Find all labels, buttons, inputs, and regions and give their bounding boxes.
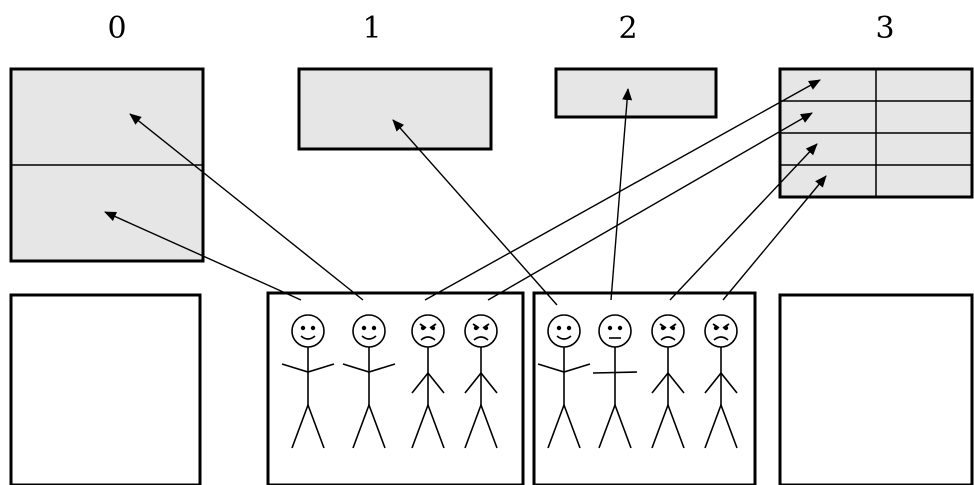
stick-figure-angry <box>464 314 498 449</box>
container-column-0 <box>9 67 205 263</box>
container-column-3 <box>778 67 974 199</box>
figure-mouth <box>300 335 316 340</box>
figure-arms <box>281 363 335 373</box>
figure-eye <box>723 325 729 331</box>
figure-mouth <box>473 336 489 341</box>
stick-figure-angry <box>651 314 685 449</box>
mapping-arrow <box>129 113 364 301</box>
mapping-arrow <box>669 143 818 301</box>
figure-arms <box>704 371 738 394</box>
column-label-2: 2 <box>618 11 637 46</box>
figure-eye <box>420 325 426 331</box>
stick-figure-happy <box>281 314 335 449</box>
figure-eye <box>300 325 306 331</box>
figure-mouth <box>420 336 436 341</box>
figure-legs <box>704 402 738 449</box>
column-label-3: 3 <box>875 11 894 46</box>
figure-eye <box>617 325 623 331</box>
column-label-0: 0 <box>107 11 126 46</box>
figure-mouth <box>361 335 377 340</box>
figure-arms <box>464 371 498 394</box>
figure-arms <box>342 363 396 373</box>
figure-eye <box>607 325 613 331</box>
stick-figure-angry <box>411 314 445 449</box>
figure-legs <box>651 402 685 449</box>
stick-figure-neutral <box>592 314 638 449</box>
container-column-1 <box>297 67 493 151</box>
container-2-box <box>554 67 718 119</box>
group-box-left <box>266 291 525 485</box>
mapping-arrow <box>424 79 821 301</box>
mapping-arrow <box>722 175 827 301</box>
figure-eye <box>430 325 436 331</box>
figure-mouth <box>660 336 676 341</box>
stick-figure-angry <box>704 314 738 449</box>
figure-eye <box>310 325 316 331</box>
group-box-right <box>532 291 757 485</box>
figures-layer <box>281 314 738 449</box>
figure-eye <box>483 325 489 331</box>
figure-arms <box>651 371 685 394</box>
mapping-arrow <box>610 88 633 301</box>
figure-eye <box>361 325 367 331</box>
mapping-arrow <box>104 211 302 301</box>
column-label-1: 1 <box>362 11 381 46</box>
figure-eye <box>473 325 479 331</box>
bottom-box-3 <box>778 293 974 485</box>
figure-eye <box>660 325 666 331</box>
stick-figure-happy <box>342 314 396 449</box>
container-column-2 <box>554 67 718 119</box>
mapping-arrow <box>392 119 558 306</box>
figure-legs <box>291 402 325 449</box>
stick-figure-happy <box>537 314 591 449</box>
bottom-box-0 <box>9 293 202 485</box>
figure-eye <box>670 325 676 331</box>
figure-arms <box>411 371 445 394</box>
figure-eye <box>556 325 562 331</box>
figure-eye <box>566 325 572 331</box>
arrows-layer <box>104 79 827 306</box>
container-1-box <box>297 67 493 151</box>
figure-legs <box>547 402 581 449</box>
figure-legs <box>411 402 445 449</box>
figure-arms <box>537 363 591 373</box>
figure-eye <box>371 325 377 331</box>
figure-legs <box>352 402 386 449</box>
mapping-arrow <box>487 112 813 301</box>
figure-mouth <box>556 335 572 340</box>
figure-arms <box>592 371 638 374</box>
figure-mouth <box>713 336 729 341</box>
figure-legs <box>598 402 632 449</box>
figure-legs <box>464 402 498 449</box>
figure-eye <box>713 325 719 331</box>
